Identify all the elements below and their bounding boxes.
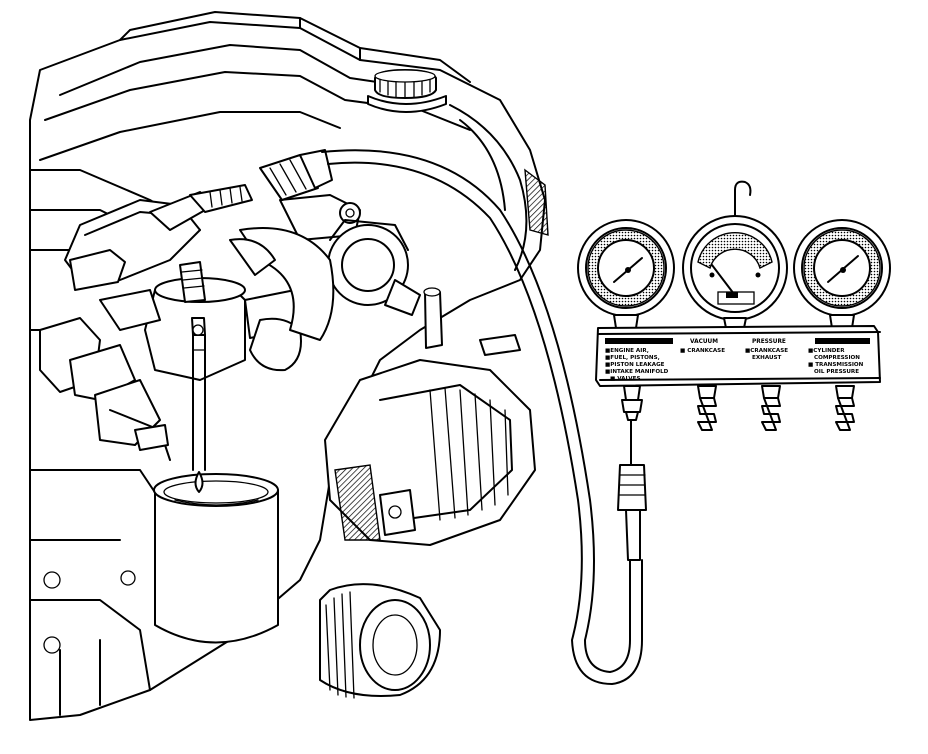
pressure-gauge-left bbox=[577, 219, 675, 329]
label-line-1-4: ■INTAKE MANIFOLD bbox=[605, 369, 669, 375]
alternator bbox=[324, 359, 536, 546]
drain-container bbox=[153, 334, 279, 644]
label-line-1-5: ■ VALVES bbox=[610, 376, 640, 382]
throttle-body bbox=[327, 219, 421, 316]
fitting-1 bbox=[621, 385, 643, 421]
label-line-3-1: ■CRANKCASE bbox=[745, 348, 788, 354]
label-line-4-1: ■CYLINDER bbox=[808, 348, 845, 354]
panel-label-group-2: VACUUM ■ CRANKCASE bbox=[680, 339, 725, 354]
pressure-gauge-right bbox=[793, 219, 891, 329]
fitting-4 bbox=[835, 385, 855, 431]
hang-hook bbox=[734, 180, 752, 219]
label-line-4-3: ■ TRANSMISSION bbox=[808, 362, 864, 368]
panel-label-group-4: ■CYLINDER COMPRESSION ■ TRANSMISSION OIL… bbox=[808, 338, 870, 375]
label-line-3-2: EXHAUST bbox=[752, 355, 782, 361]
label-line-4-2: COMPRESSION bbox=[814, 355, 860, 361]
fitting-3 bbox=[761, 385, 781, 431]
oil-filter bbox=[319, 583, 441, 699]
label-line-1-1: ■ENGINE AIR, bbox=[605, 348, 649, 354]
fuel-rail-assembly bbox=[39, 184, 521, 461]
label-line-2-1: ■ CRANKCASE bbox=[680, 348, 725, 354]
oil-fill-cap bbox=[367, 69, 447, 113]
panel-heading-vacuum: VACUUM bbox=[690, 339, 718, 345]
fitting-2 bbox=[697, 385, 717, 431]
test-hose bbox=[259, 149, 647, 685]
panel-heading-pressure: PRESSURE bbox=[752, 339, 786, 345]
panel-label-group-1: ■ENGINE AIR, ■FUEL, PISTONS, ■PISTON LEA… bbox=[605, 338, 673, 382]
vacuum-gauge-center bbox=[682, 215, 788, 329]
label-line-1-3: ■PISTON LEAKAGE bbox=[605, 362, 665, 368]
label-line-1-2: ■FUEL, PISTONS, bbox=[605, 355, 660, 361]
gauge-set: ■ENGINE AIR, ■FUEL, PISTONS, ■PISTON LEA… bbox=[577, 180, 891, 431]
panel-label-group-3: PRESSURE ■CRANKCASE EXHAUST bbox=[745, 339, 788, 361]
label-line-4-4: OIL PRESSURE bbox=[814, 369, 859, 375]
